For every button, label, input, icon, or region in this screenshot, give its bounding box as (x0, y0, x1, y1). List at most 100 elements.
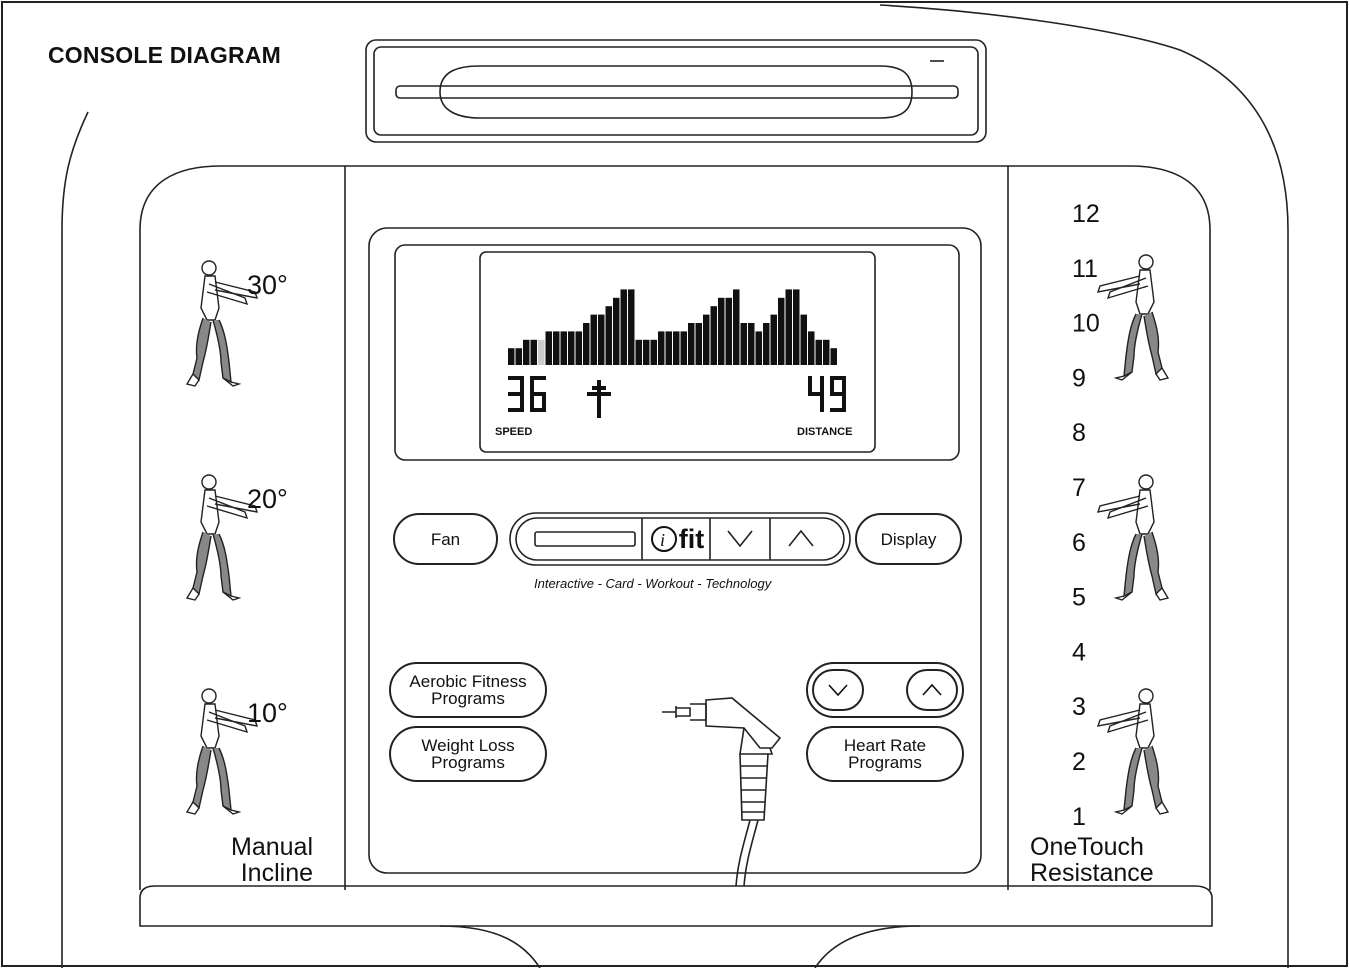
lcd-indicator (597, 380, 601, 418)
lcd-segment (530, 376, 534, 394)
profile-bar (605, 306, 612, 365)
profile-bar (665, 331, 672, 365)
resistance-level-6[interactable]: 6 (1072, 529, 1086, 557)
profile-bar (748, 323, 755, 365)
speed-label: SPEED (495, 426, 533, 438)
profile-bar (598, 314, 605, 365)
profile-bar (725, 297, 732, 365)
resistance-level-11[interactable]: 11 (1072, 255, 1098, 283)
profile-bar (530, 339, 537, 365)
weightloss-label-1: Weight Loss (421, 736, 515, 755)
profile-bar (800, 314, 807, 365)
lcd-segment (530, 392, 546, 396)
distance-label: DISTANCE (797, 426, 853, 438)
ifit-logo: i fit (646, 520, 708, 558)
heartrate-label-1: Heart Rate (843, 736, 927, 755)
ifit-card-slot[interactable] (535, 532, 635, 546)
runner-figure-icon (1096, 254, 1170, 381)
heart-rate-up-button[interactable] (906, 669, 958, 711)
manual-label-line1: Manual (231, 833, 313, 861)
ifit-logo-icon: i (650, 526, 677, 552)
profile-bar (658, 331, 665, 365)
profile-bar (770, 314, 777, 365)
weight-loss-programs-button[interactable]: Weight Loss Programs (389, 726, 547, 782)
fan-button[interactable]: Fan (393, 513, 498, 565)
onetouch-resistance-panel: 12 11 10 9 8 7 6 5 4 3 2 1 (1020, 190, 1200, 890)
audio-cable-icon (662, 697, 782, 887)
resistance-level-7[interactable]: 7 (1072, 474, 1086, 502)
resistance-level-3[interactable]: 3 (1072, 693, 1086, 721)
manual-incline-panel: 30° 20° 10° (175, 250, 335, 890)
lcd-segment (842, 376, 846, 394)
resistance-level-9[interactable]: 9 (1072, 364, 1086, 392)
resistance-level-10[interactable]: 10 (1072, 310, 1100, 338)
lcd-segment (530, 376, 546, 380)
lcd-segment (842, 394, 846, 412)
manual-label-line2: Incline (240, 859, 313, 887)
profile-bar (680, 331, 687, 365)
ifit-down-button[interactable] (711, 519, 769, 559)
profile-bar (590, 314, 597, 365)
display-button[interactable]: Display (855, 513, 962, 565)
profile-bar (538, 339, 545, 365)
resistance-level-5[interactable]: 5 (1072, 584, 1086, 612)
lcd-indicator (592, 386, 606, 390)
profile-bar (830, 348, 837, 365)
profile-bar (643, 339, 650, 365)
resistance-level-4[interactable]: 4 (1072, 638, 1086, 666)
profile-bar (620, 289, 627, 365)
runner-figure-icon (185, 688, 259, 815)
svg-text:i: i (660, 530, 665, 550)
profile-bar (560, 331, 567, 365)
lcd-segment (820, 394, 824, 412)
aerobic-label-2: Programs (431, 689, 505, 708)
profile-bar (583, 323, 590, 365)
resistance-level-12[interactable]: 12 (1072, 200, 1100, 228)
aerobic-fitness-programs-button[interactable]: Aerobic Fitness Programs (389, 662, 547, 718)
profile-bar (703, 314, 710, 365)
ifit-logo-text: fit (678, 523, 705, 554)
profile-bar (650, 339, 657, 365)
profile-bar (778, 297, 785, 365)
profile-bar (575, 331, 582, 365)
heart-rate-arrow-group (806, 662, 964, 718)
profile-bar (545, 331, 552, 365)
lcd-segment (830, 376, 834, 394)
resistance-level-1[interactable]: 1 (1072, 803, 1086, 831)
resistance-level-8[interactable]: 8 (1072, 419, 1086, 447)
profile-bar (673, 331, 680, 365)
incline-level-2[interactable]: 20° (247, 484, 288, 514)
resistance-level-2[interactable]: 2 (1072, 748, 1086, 776)
incline-level-1[interactable]: 10° (247, 698, 288, 728)
heart-rate-down-button[interactable] (812, 669, 864, 711)
lcd-segment (530, 394, 534, 412)
lcd-segment (808, 376, 812, 394)
profile-bar (755, 331, 762, 365)
profile-bar (815, 339, 822, 365)
ifit-tagline: Interactive - Card - Workout - Technolog… (534, 576, 772, 591)
lcd-segment (508, 392, 524, 396)
runner-figure-icon (185, 260, 259, 387)
lcd-display (508, 289, 846, 418)
incline-level-3[interactable]: 30° (247, 270, 288, 300)
resistance-label-line1: OneTouch (1030, 833, 1144, 861)
profile-bar (718, 297, 725, 365)
lcd-segment (542, 394, 546, 412)
onetouch-resistance-label: OneTouch Resistance (1030, 834, 1180, 886)
profile-bar (568, 331, 575, 365)
profile-bar (523, 339, 530, 365)
profile-bar (793, 289, 800, 365)
page-title: CONSOLE DIAGRAM (48, 42, 281, 68)
runner-figure-icon (1096, 474, 1170, 601)
resistance-label-line2: Resistance (1030, 859, 1154, 887)
lcd-segment (508, 376, 524, 380)
heart-rate-programs-button[interactable]: Heart Rate Programs (806, 726, 964, 782)
lcd-segment (830, 408, 846, 412)
profile-bar (508, 348, 515, 365)
profile-bar (553, 331, 560, 365)
lcd-segment (520, 394, 524, 412)
ifit-up-button[interactable] (771, 519, 843, 559)
profile-bar (688, 323, 695, 365)
lcd-segment (520, 376, 524, 394)
